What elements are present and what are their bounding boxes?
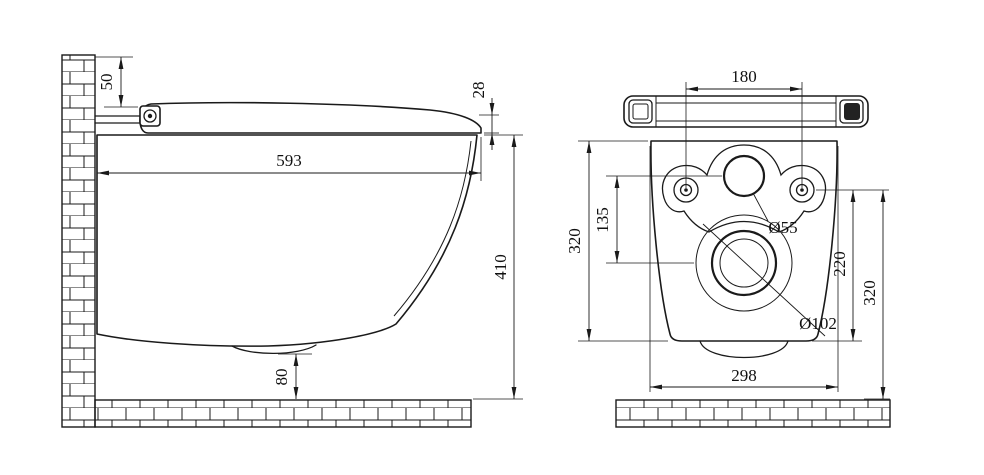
drain-boss-curve: [231, 344, 317, 355]
dim-depth: 593: [96, 137, 482, 181]
drain-leader-line: [702, 223, 826, 337]
floor-hatch-left: [94, 399, 472, 428]
lid-left-hinge-cap: [628, 99, 653, 124]
dim-label-298: 298: [731, 366, 757, 385]
dim-top-offset: 50: [95, 56, 138, 108]
hinge-button-ring: [143, 109, 157, 123]
dim-lid-front: 28: [469, 82, 499, 150]
wall-hatch: [61, 54, 96, 428]
floor-hatch-right: [615, 399, 891, 428]
flush-hole-leader-line: [752, 192, 769, 222]
dim-label-50: 50: [97, 74, 116, 91]
dim-label-d102: Ø102: [799, 314, 837, 333]
lid-right-hinge-damper: [844, 103, 860, 120]
dim-height: 410: [473, 134, 523, 400]
dim-label-320-right: 320: [860, 280, 879, 306]
flush-hole-circle: [722, 154, 766, 198]
toilet-side-body: [96, 134, 478, 347]
drain-hole: [695, 214, 793, 312]
dim-inner-right: 220: [812, 189, 889, 342]
lid-left-hinge-detail: [632, 103, 649, 120]
dim-label-410: 410: [491, 254, 510, 280]
dim-label-28: 28: [469, 82, 488, 99]
seat-lid: [139, 101, 482, 134]
back-bottom-bulge: [699, 340, 789, 359]
dim-label-180: 180: [731, 67, 757, 86]
dim-label-220: 220: [830, 251, 849, 277]
dim-bottom-clearance: 80: [272, 353, 312, 399]
dim-outer-right: 320: [860, 190, 890, 400]
dim-label-80: 80: [272, 369, 291, 386]
side-view: 50 28 593 410 80: [61, 54, 523, 428]
dim-height-left: 320: [565, 140, 668, 342]
dim-label-d55: Ø55: [768, 218, 797, 237]
rear-view: Ø55 Ø102 180 320 135 220: [565, 67, 891, 428]
dim-hole-spacing: 180: [685, 67, 803, 188]
lid-right-hinge-cap: [839, 99, 864, 124]
dim-label-593: 593: [276, 151, 302, 170]
toilet-front-inner-line: [393, 140, 472, 317]
dim-label-320-left: 320: [565, 228, 584, 254]
lid-back-outline: [623, 95, 869, 128]
hinge-button-dot: [147, 113, 153, 119]
dim-width: 298: [649, 146, 839, 392]
dim-label-135: 135: [593, 207, 612, 233]
